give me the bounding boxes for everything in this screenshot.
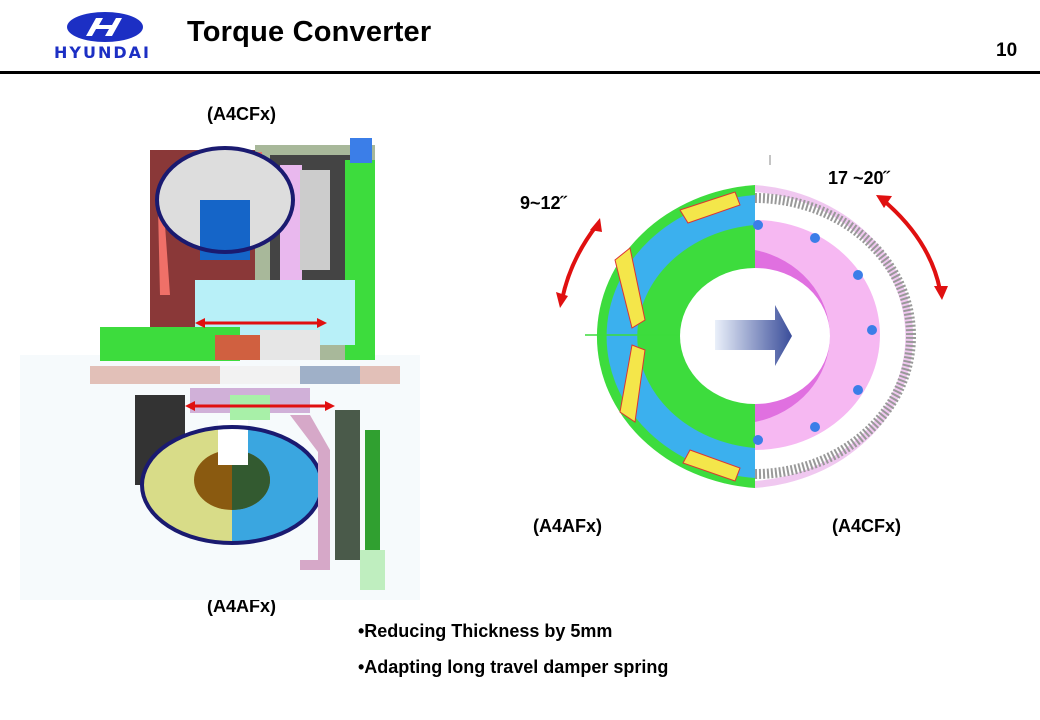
direction-arrow-icon xyxy=(715,305,792,366)
cross-section-top-label: (A4CFx) xyxy=(207,104,277,124)
logo-text: HYUNDAI xyxy=(54,43,151,62)
torque-converter-cross-section xyxy=(20,138,420,600)
damper-comparison-diagram xyxy=(556,155,948,488)
cross-section-bottom-label: (A4AFx) xyxy=(207,596,277,616)
thickness-arrow-top xyxy=(195,318,327,328)
left-travel-arrow xyxy=(556,218,602,308)
hyundai-logo xyxy=(60,8,150,64)
header-divider xyxy=(0,71,1040,74)
short-damper-springs xyxy=(614,191,741,482)
damper-right-label: (A4CFx) xyxy=(832,516,902,536)
bullet-point: •Adapting long travel damper spring xyxy=(358,657,669,677)
rivet-dots xyxy=(753,220,877,445)
a4cfx-damper-half xyxy=(753,185,916,488)
bullet-point: •Reducing Thickness by 5mm xyxy=(358,621,613,641)
damper-right-angle-label: 17 ~20˝ xyxy=(828,168,890,188)
thickness-arrow-bottom xyxy=(185,401,335,411)
a4cfx-cross-section xyxy=(100,138,375,361)
right-travel-arrow xyxy=(876,195,948,300)
hyundai-h-icon xyxy=(67,12,143,42)
damper-left-label: (A4AFx) xyxy=(533,516,603,536)
page-number: 10 xyxy=(996,40,1018,61)
a4afx-damper-half xyxy=(585,185,755,488)
page-title: Torque Converter xyxy=(187,16,432,48)
damper-left-angle-label: 9~12˝ xyxy=(520,193,567,213)
a4afx-cross-section xyxy=(135,388,385,590)
